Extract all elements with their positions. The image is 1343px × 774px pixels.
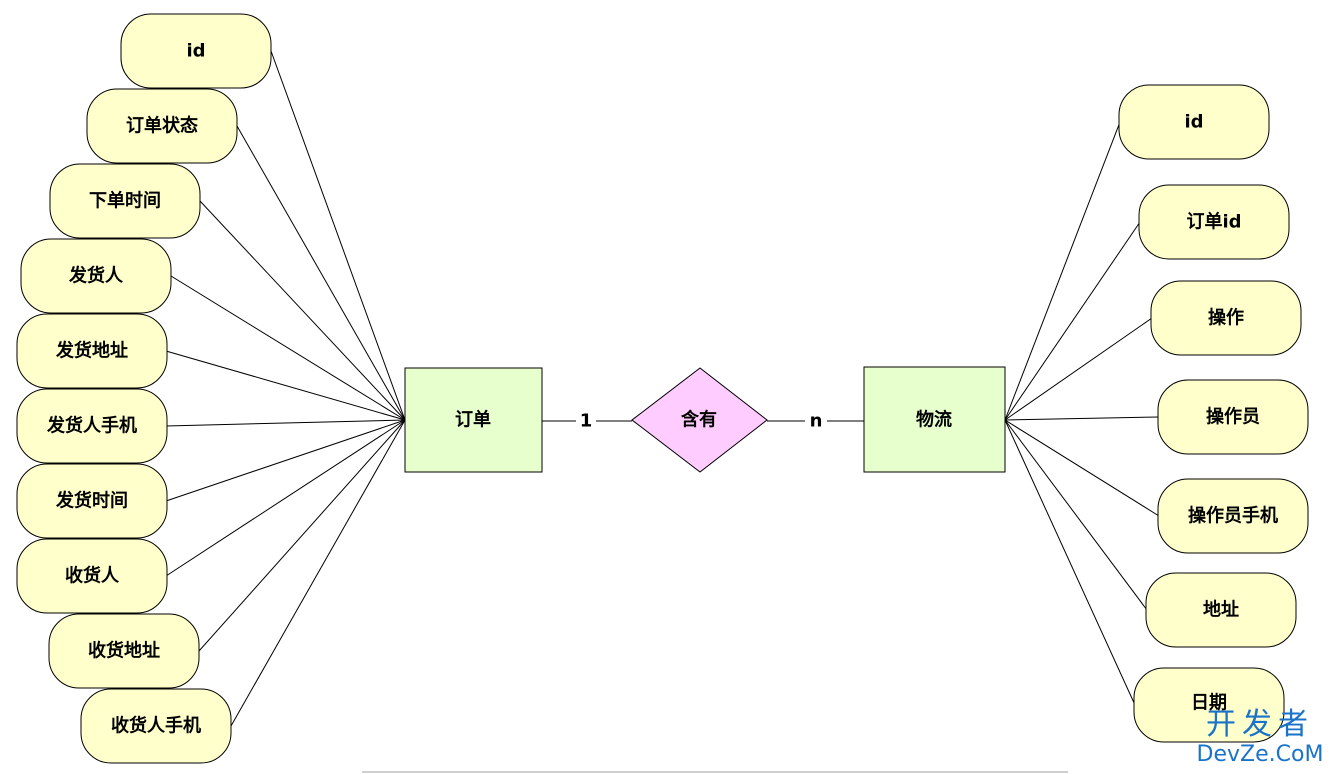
- relationship-diamond: [631, 367, 768, 473]
- logistics-attribute: 操作: [1150, 280, 1302, 356]
- link-order-attr-1: [236, 125, 406, 421]
- cardinality-left: 1: [580, 411, 593, 432]
- attribute-oval: [80, 688, 232, 764]
- entity-label: 物流: [916, 409, 952, 431]
- link-logistics-attr-4: [1004, 419, 1160, 517]
- attribute-label: 操作员手机: [1188, 505, 1278, 527]
- link-logistics-attr-2: [1004, 317, 1153, 421]
- order-attribute: 收货人: [16, 538, 168, 614]
- order-attribute: 发货地址: [16, 313, 168, 389]
- attribute-label: 发货人手机: [46, 415, 137, 437]
- logistics-attribute: 操作员手机: [1157, 478, 1309, 554]
- attribute-label: 发货地址: [55, 340, 128, 362]
- link-logistics-attr-1: [1004, 221, 1141, 421]
- watermark-line1: 开发者: [1206, 707, 1314, 742]
- link-order-attr-8: [198, 419, 406, 652]
- order-attribute: 发货时间: [16, 463, 168, 539]
- link-order-attr-2: [199, 200, 406, 421]
- relationship-contains: 含有: [631, 367, 768, 473]
- link-order-attr-0: [270, 50, 406, 421]
- order-attribute: 下单时间: [49, 163, 201, 239]
- order-attribute: 收货人手机: [80, 688, 232, 764]
- entity-box: [863, 366, 1006, 473]
- order-attribute: id: [120, 13, 272, 89]
- attribute-label: 操作: [1208, 307, 1244, 329]
- attribute-oval: [1118, 84, 1270, 160]
- order-attribute-links: [165, 50, 406, 727]
- attribute-oval: [1133, 667, 1285, 743]
- attribute-oval: [16, 538, 168, 614]
- attribute-label: 下单时间: [89, 190, 161, 212]
- link-order-attr-5: [165, 419, 406, 427]
- attribute-oval: [16, 313, 168, 389]
- attribute-label: 操作员: [1206, 406, 1260, 428]
- attribute-oval: [16, 463, 168, 539]
- attribute-oval: [49, 163, 201, 239]
- logistics-attribute: 订单id: [1138, 184, 1290, 260]
- entity-label: 订单: [455, 409, 491, 431]
- link-order-attr-9: [230, 419, 406, 727]
- cardinality-left-bg: [576, 408, 596, 434]
- link-logistics-attr-0: [1004, 121, 1121, 421]
- attribute-oval: [120, 13, 272, 89]
- cardinality-right-bg: [805, 408, 827, 434]
- link-order-attr-3: [170, 275, 406, 421]
- attribute-oval: [86, 88, 238, 164]
- attribute-label: 订单id: [1186, 211, 1241, 233]
- logistics-attribute: id: [1118, 84, 1270, 160]
- watermark: 开发者 DevZe.CoM: [1197, 707, 1324, 767]
- attribute-label: 地址: [1203, 599, 1239, 621]
- attribute-label: 收货人: [65, 565, 120, 587]
- order-attribute: 发货人手机: [16, 388, 168, 464]
- watermark-line2: DevZe.CoM: [1197, 742, 1324, 767]
- order-attribute: 订单状态: [86, 88, 238, 164]
- link-logistics-attr-6: [1004, 419, 1136, 706]
- attribute-label: 收货地址: [88, 640, 160, 662]
- attribute-label: 收货人手机: [111, 715, 201, 737]
- attribute-oval: [1145, 572, 1297, 648]
- link-order-attr-7: [165, 419, 406, 577]
- link-order-attr-4: [165, 350, 406, 421]
- entity-order: 订单: [404, 367, 543, 473]
- link-logistics-attr-3: [1004, 416, 1160, 421]
- logistics-attribute: 日期: [1133, 667, 1285, 743]
- logistics-attribute-links: [1004, 121, 1160, 706]
- attribute-oval: [16, 388, 168, 464]
- attribute-oval: [1157, 379, 1309, 455]
- order-attribute: 发货人: [20, 238, 172, 314]
- attribute-label: 发货人: [68, 265, 124, 287]
- attribute-label: 订单状态: [126, 115, 198, 137]
- attribute-label: id: [186, 41, 205, 62]
- attribute-label: 发货时间: [55, 490, 128, 512]
- attribute-oval: [1150, 280, 1302, 356]
- attribute-oval: [1138, 184, 1290, 260]
- logistics-attribute: 地址: [1145, 572, 1297, 648]
- entity-box: [404, 367, 543, 473]
- logistics-attribute: 操作员: [1157, 379, 1309, 455]
- order-attribute: 收货地址: [48, 613, 200, 689]
- link-logistics-attr-5: [1004, 419, 1148, 611]
- entity-logistics: 物流: [863, 366, 1006, 473]
- attribute-oval: [20, 238, 172, 314]
- attribute-oval: [1157, 478, 1309, 554]
- relationship-label: 含有: [681, 409, 717, 431]
- cardinality-right: n: [810, 411, 823, 432]
- attribute-oval: [48, 613, 200, 689]
- attribute-label: 日期: [1191, 693, 1227, 714]
- attribute-label: id: [1184, 112, 1203, 133]
- link-order-attr-6: [165, 419, 406, 502]
